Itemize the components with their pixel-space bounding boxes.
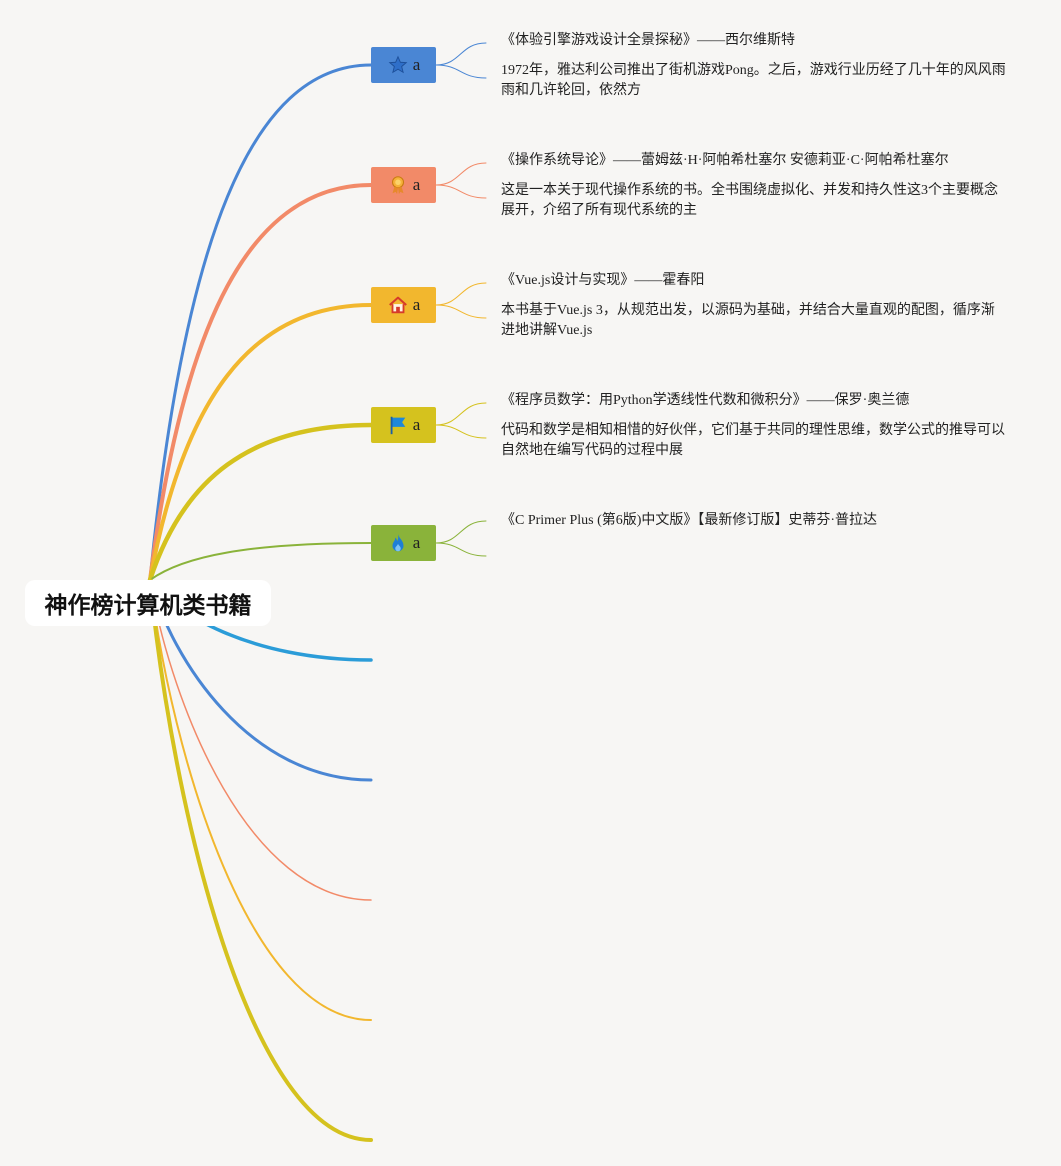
root-topic-label: 神作榜计算机类书籍 (44, 593, 252, 619)
branch-connector (147, 422, 374, 583)
branch-2-book-description[interactable]: 这是一本关于现代操作系统的书。全书围绕虚拟化、并发和持久性这3个主要概念展开，介… (501, 183, 998, 218)
empty-branch-connector (148, 578, 373, 1142)
flag-icon (387, 414, 409, 436)
leaf-connector (435, 542, 487, 557)
branch-node-3[interactable]: a (371, 287, 436, 323)
home-icon (387, 294, 409, 316)
branch-node-label: a (412, 55, 421, 74)
leaf-connector (435, 402, 487, 426)
branch-node-label: a (412, 295, 421, 314)
branch-node-label: a (412, 415, 421, 434)
leaf-connector (435, 304, 487, 319)
branch-4-book-title[interactable]: 《程序员数学：用Python学透线性代数和微积分》——保罗·奥兰德 (501, 393, 910, 408)
branch-node-label: a (412, 533, 421, 552)
branch-3-book-title[interactable]: 《Vue.js设计与实现》——霍春阳 (501, 273, 705, 288)
root-topic[interactable]: 神作榜计算机类书籍 (25, 580, 271, 626)
branch-connector (149, 542, 372, 581)
empty-branch-connector (149, 579, 372, 901)
leaf-connector (435, 184, 487, 199)
leaf-connector (435, 520, 487, 544)
star-icon (387, 54, 409, 76)
leaf-connector (435, 282, 487, 306)
branch-2-book-title[interactable]: 《操作系统导论》——蕾姆兹·H·阿帕希杜塞尔 安德莉亚·C·阿帕希杜塞尔 (501, 153, 949, 168)
leaf-connector (435, 42, 487, 66)
branch-3-book-description[interactable]: 本书基于Vue.js 3，从规范出发，以源码为基础，并结合大量直观的配图，循序渐… (501, 303, 995, 338)
branch-1-book-title[interactable]: 《体验引擎游戏设计全景探秘》——西尔维斯特 (501, 33, 795, 48)
leaf-connector (435, 424, 487, 439)
branch-node-1[interactable]: a (371, 47, 436, 83)
branch-node-5[interactable]: a (371, 525, 436, 561)
branch-node-4[interactable]: a (371, 407, 436, 443)
branch-connector (148, 303, 373, 582)
leaf-connector (435, 162, 487, 186)
branch-connector (148, 63, 373, 582)
empty-branch-connector (149, 579, 372, 1021)
branch-connector (148, 183, 373, 582)
branch-node-label: a (412, 175, 421, 194)
leaf-connector (435, 64, 487, 79)
branch-5-book-title[interactable]: 《C Primer Plus (第6版)中文版》【最新修订版】史蒂芬·普拉达 (501, 513, 878, 528)
fire-icon (387, 532, 409, 554)
branch-4-book-description[interactable]: 代码和数学是相知相惜的好伙伴，它们基于共同的理性思维，数学公式的推导可以自然地在… (501, 423, 1005, 458)
award-ribbon-icon (387, 174, 409, 196)
branch-node-2[interactable]: a (371, 167, 436, 203)
branch-1-book-description[interactable]: 1972年，雅达利公司推出了街机游戏Pong。之后，游戏行业历经了几十年的风风雨… (501, 63, 1006, 98)
